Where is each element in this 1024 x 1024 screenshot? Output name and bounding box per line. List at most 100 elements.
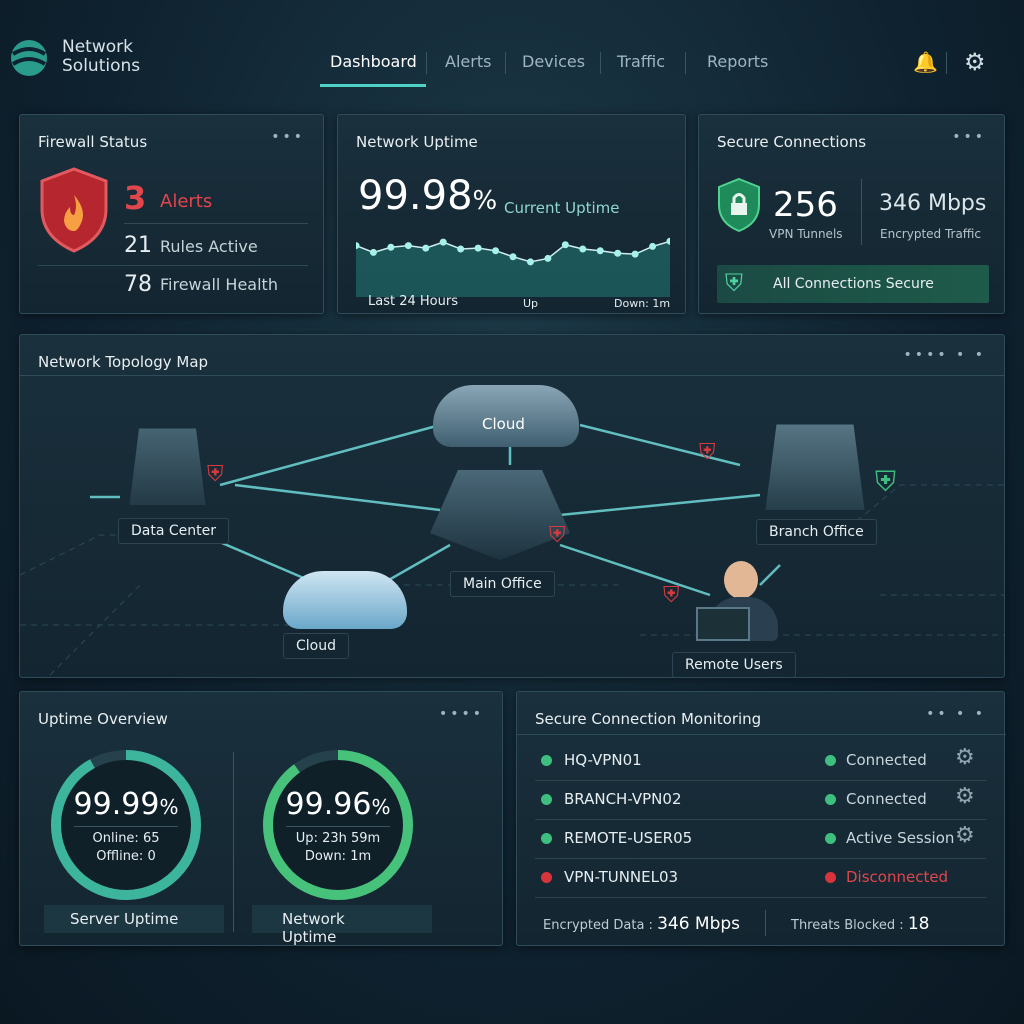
topology-panel: Network Topology Map •••• • • ⛨ ⛨ ⛨ ⛨ ⛨ … [19, 334, 1005, 678]
sparkline-point [492, 247, 500, 255]
rules-label: Rules Active [160, 237, 258, 256]
firewall-shield-icon: ⛨ [207, 462, 224, 487]
sparkline-point [474, 244, 482, 252]
logo-icon [11, 40, 47, 76]
vpn-tunnels-count: 256 [773, 185, 838, 225]
sparkline-area [356, 241, 670, 297]
encrypted-traffic-value: 346 Mbps [879, 191, 987, 216]
connection-row[interactable]: BRANCH-VPN02 Connected ⚙ [535, 781, 986, 820]
gear-icon[interactable]: ⚙ [955, 745, 975, 770]
alerts-count: 3 [124, 179, 147, 217]
brand-logo [10, 38, 48, 78]
connection-status: Connected [825, 751, 927, 769]
connection-status-text: Active Session [846, 829, 955, 847]
connection-name: HQ-VPN01 [564, 751, 642, 769]
more-menu-icon[interactable]: •••• [438, 706, 484, 722]
connection-name: BRANCH-VPN02 [564, 790, 682, 808]
firewall-shield-icon [40, 167, 108, 253]
uptime-sparkline [356, 237, 670, 297]
uptime-label: Current Uptime [504, 199, 620, 217]
sparkline-point [356, 242, 360, 250]
nav-reports[interactable]: Reports [707, 52, 769, 71]
check-shield-icon: ⛨ [725, 269, 743, 297]
sparkline-point [544, 254, 552, 262]
gear-icon[interactable]: ⚙ [964, 48, 986, 76]
status-dot: REMOTE-USER05 [541, 829, 692, 847]
status-dot: BRANCH-VPN02 [541, 790, 682, 808]
threats-blocked-stat: Threats Blocked : 18 [791, 914, 930, 934]
network-uptime-label: Network Uptime [252, 905, 432, 946]
connection-monitoring-panel: Secure Connection Monitoring •• • • HQ-V… [516, 691, 1006, 946]
firewall-shield-icon: ⛨ [699, 440, 716, 465]
more-menu-icon[interactable]: •••• • • [903, 347, 986, 363]
panel-title: Network Uptime [356, 133, 478, 151]
connection-name: REMOTE-USER05 [564, 829, 693, 847]
encrypted-traffic-label: Encrypted Traffic [880, 227, 982, 241]
node-label-main-office[interactable]: Main Office [450, 571, 555, 597]
sparkline-point [579, 245, 587, 253]
data-center-building-icon [129, 428, 206, 505]
sparkline-point [439, 238, 447, 246]
ring-fill [51, 750, 201, 900]
nav-alerts[interactable]: Alerts [445, 52, 492, 71]
firewall-status-panel: Firewall Status ••• 3 Alerts 21 Rules Ac… [19, 114, 324, 314]
sparkline-point [457, 245, 465, 253]
sparkline-point [561, 241, 569, 249]
remote-user-icon [690, 557, 800, 647]
nav-dashboard[interactable]: Dashboard [330, 52, 417, 71]
network-uptime-ring [263, 750, 413, 900]
node-label-data-center[interactable]: Data Center [118, 518, 229, 544]
secure-connections-panel: Secure Connections ••• 256 VPN Tunnels 3… [698, 114, 1005, 314]
sparkline-point [387, 243, 395, 251]
bell-icon[interactable]: 🔔 [913, 50, 938, 74]
sparkline-point [369, 248, 377, 256]
health-value: 78 [124, 272, 152, 297]
gear-icon[interactable]: ⚙ [955, 784, 975, 809]
more-menu-icon[interactable]: •• • • [926, 706, 986, 722]
connection-status: Disconnected [825, 868, 948, 886]
connection-row[interactable]: VPN-TUNNEL03 Disconnected [535, 859, 986, 898]
network-uptime-panel: Network Uptime 99.98% Current Uptime Las… [337, 114, 686, 314]
network-uptime-text: 99.96% Up: 23h 59m Down: 1m [285, 787, 391, 864]
node-label-cloud-bottom[interactable]: Cloud [283, 633, 349, 659]
sparkline-point [631, 250, 639, 258]
nav-devices[interactable]: Devices [522, 52, 586, 71]
panel-title: Secure Connections [717, 133, 867, 151]
branch-office-building-icon [765, 424, 865, 510]
connection-row[interactable]: HQ-VPN01 Connected ⚙ [535, 742, 986, 781]
alerts-label: Alerts [160, 191, 213, 212]
nav-traffic[interactable]: Traffic [617, 52, 666, 71]
connection-status: Active Session [825, 829, 954, 847]
panel-title: Firewall Status [38, 133, 148, 151]
secure-status-text: All Connections Secure [773, 276, 934, 292]
up-label: Up [523, 297, 539, 310]
server-uptime-ring [51, 750, 201, 900]
cloud-bottom-icon [283, 571, 407, 629]
sparkline-point [526, 258, 534, 266]
sparkline-point [509, 253, 517, 261]
connection-status-text: Connected [846, 751, 927, 769]
sparkline-point [614, 249, 622, 257]
status-dot: VPN-TUNNEL03 [541, 868, 678, 886]
panel-title: Uptime Overview [38, 710, 168, 728]
more-menu-icon[interactable]: ••• [952, 129, 986, 145]
ring-fill [263, 750, 413, 900]
sparkline-point [404, 242, 412, 250]
connection-name: VPN-TUNNEL03 [564, 868, 679, 886]
server-uptime-label: Server Uptime [44, 905, 224, 933]
sparkline-point [422, 244, 430, 252]
period-label: Last 24 Hours [368, 294, 458, 309]
firewall-shield-icon: ⛨ [663, 583, 680, 608]
sparkline-point [596, 247, 604, 255]
connection-row[interactable]: REMOTE-USER05 Active Session ⚙ [535, 820, 986, 859]
lock-shield-icon [718, 177, 760, 233]
connection-status-text: Disconnected [846, 868, 949, 886]
more-menu-icon[interactable]: ••• [271, 129, 305, 145]
node-label-remote-users[interactable]: Remote Users [672, 652, 796, 677]
uptime-overview-panel: Uptime Overview •••• 99.99% Online: 65 O… [19, 691, 503, 946]
uptime-value: 99.98% [358, 173, 498, 219]
node-label-branch-office[interactable]: Branch Office [756, 519, 877, 545]
gear-icon[interactable]: ⚙ [955, 823, 975, 848]
firewall-shield-icon: ⛨ [549, 523, 566, 548]
